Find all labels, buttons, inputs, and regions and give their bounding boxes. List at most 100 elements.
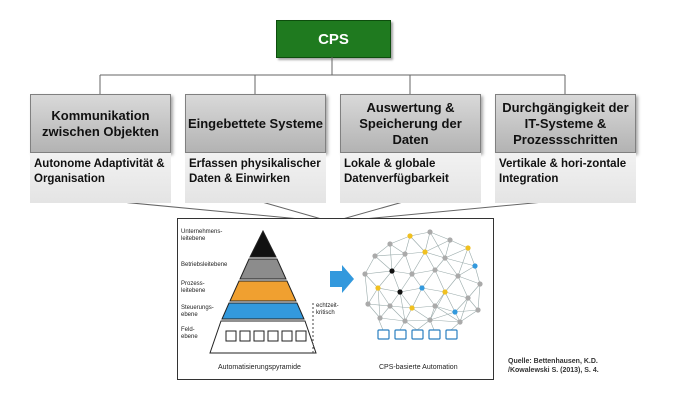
network-node: [442, 289, 448, 295]
network-link: [409, 235, 426, 253]
network-link: [377, 287, 381, 319]
pyramid-level-1: [249, 229, 277, 258]
network-link: [389, 305, 413, 309]
field-device: [281, 330, 293, 342]
pillar-3-body: Lokale & globale Datenverfügbarkeit: [340, 153, 481, 203]
network-link: [444, 291, 469, 299]
network-device: [445, 329, 458, 340]
network-device: [394, 329, 407, 340]
network-link: [424, 251, 436, 271]
network-link: [404, 251, 426, 255]
network-link: [444, 247, 469, 259]
network-link: [434, 305, 461, 323]
network-link: [409, 231, 431, 237]
network-link: [374, 253, 406, 257]
network-link: [424, 239, 451, 253]
network-link: [374, 255, 393, 272]
network-link: [389, 243, 406, 255]
network-device: [428, 329, 441, 340]
network-caption: CPS-basierte Automation: [379, 364, 458, 371]
network-link: [404, 319, 431, 322]
network-link: [411, 305, 436, 309]
pillar-3-title-box: Auswertung & Speicherung der Daten: [340, 94, 481, 153]
network-link: [421, 287, 446, 293]
pillar-2-title: Eingebettete Systeme: [187, 115, 324, 131]
network-link: [424, 231, 431, 253]
network-link: [411, 251, 426, 275]
network-link: [367, 287, 379, 305]
network-link: [459, 309, 479, 323]
network-link: [421, 269, 436, 289]
network-link: [377, 270, 393, 289]
network-link: [429, 319, 461, 323]
network-link: [444, 257, 459, 277]
network-link: [399, 287, 423, 293]
level-label-4: Steuerungs-ebene: [181, 305, 214, 318]
network-link: [367, 303, 391, 307]
network-node: [452, 309, 458, 315]
network-link: [459, 297, 469, 323]
level-label-5: Feld-ebene: [181, 327, 198, 340]
network-link: [444, 291, 456, 313]
network-link: [421, 287, 436, 307]
network-link: [399, 291, 413, 309]
network-node: [397, 289, 403, 295]
network-link: [399, 291, 406, 322]
network-node: [422, 249, 428, 255]
pillar-2-body: Erfassen physikalischer Daten & Einwirke…: [185, 153, 326, 203]
network-link: [424, 251, 446, 259]
network-link: [364, 273, 369, 305]
network-link: [457, 247, 469, 277]
field-device: [239, 330, 251, 342]
pillar-1-title: Kommunikation zwischen Objekten: [41, 107, 160, 139]
pillar-3-title: Auswertung & Speicherung der Daten: [359, 99, 462, 147]
network-node: [447, 237, 453, 243]
network-link: [434, 269, 459, 277]
pyramid-caption: Automatisierungspyramide: [218, 364, 301, 371]
network-link: [467, 283, 481, 299]
field-device: [225, 330, 237, 342]
network-node: [362, 271, 368, 277]
network-node: [475, 307, 481, 313]
network-node: [372, 253, 378, 259]
field-device: [253, 330, 265, 342]
network-link: [477, 283, 481, 311]
network-link: [404, 235, 411, 255]
network-node: [387, 303, 393, 309]
pyramid-level-4: [221, 302, 305, 320]
network-link: [474, 265, 481, 285]
network-node: [432, 267, 438, 273]
network-device: [377, 329, 390, 340]
level-label-3: Prozess-leitebene: [181, 281, 206, 294]
network-node: [457, 319, 463, 325]
pillar-2-title-box: Eingebettete Systeme: [185, 94, 326, 153]
network-link: [434, 269, 446, 293]
network-link: [411, 269, 436, 275]
network-node: [365, 301, 371, 307]
realtime-label: echtzeit-kritisch: [316, 303, 339, 316]
pillar-4-title-box: Durchgängigkeit der IT-Systeme & Prozess…: [495, 94, 636, 153]
network-node: [419, 285, 425, 291]
network-link: [389, 235, 411, 245]
network-node: [387, 241, 393, 247]
network-node: [389, 268, 395, 274]
network-link: [454, 309, 479, 313]
pillar-4-body: Vertikale & hori-zontale Integration: [495, 153, 636, 203]
pyramid-level-3: [229, 280, 297, 302]
network-link: [457, 275, 469, 299]
network-link: [434, 305, 456, 313]
network-node: [409, 305, 415, 311]
network-link: [444, 257, 476, 267]
network-link: [444, 239, 451, 259]
arrow-icon: [330, 265, 354, 293]
network-node: [407, 233, 413, 239]
network-node: [402, 318, 408, 324]
network-device: [411, 329, 424, 340]
pillar-4-title: Durchgängigkeit der IT-Systeme & Prozess…: [502, 99, 629, 147]
network-link: [391, 270, 413, 275]
network-node: [465, 295, 471, 301]
network-link: [391, 270, 401, 293]
level-label-2: Betriebsleitebene: [181, 262, 228, 268]
network-link: [399, 273, 413, 293]
pillar-1-title-box: Kommunikation zwischen Objekten: [30, 94, 171, 153]
